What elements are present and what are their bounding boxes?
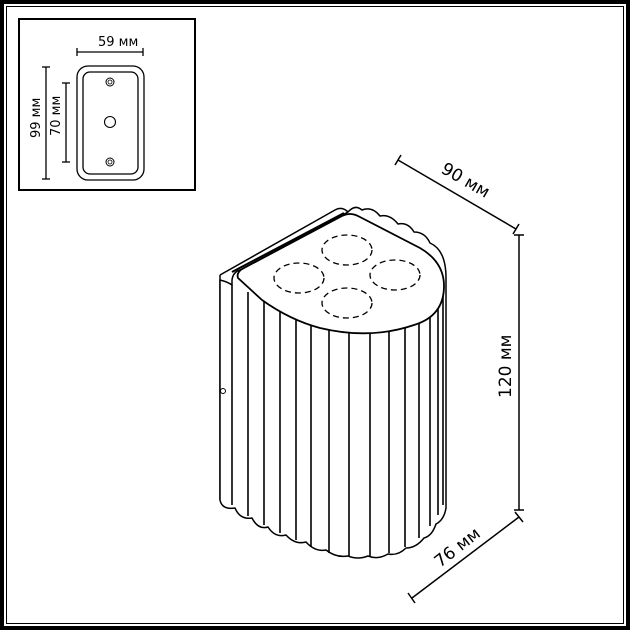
plate-height-outer-label: 99 мм (29, 98, 44, 138)
height-label: 120 мм (496, 334, 516, 398)
depth-label: 90 мм (438, 159, 494, 203)
width-label: 76 мм (431, 524, 485, 572)
height-dimension: 120 мм (496, 234, 524, 511)
flutes (231, 285, 444, 556)
cable-hole-icon (103, 115, 117, 129)
plate-width-label: 59 мм (98, 35, 138, 50)
led-icon (369, 259, 421, 291)
screw-hole-bottom-icon (105, 157, 115, 167)
inner-frame (6, 6, 624, 624)
led-icon (273, 262, 325, 294)
screw-hole-top-icon (105, 77, 115, 87)
led-lenses (273, 234, 421, 319)
led-icon (321, 234, 373, 266)
plate-height-inner-label: 70 мм (49, 96, 64, 136)
led-icon (321, 287, 373, 319)
mounting-plate-inset: 59 мм 99 мм 70 мм (18, 18, 196, 191)
top-cap (236, 213, 445, 335)
plate-inner-outline (82, 71, 139, 175)
side-screw-icon (220, 388, 226, 394)
wall-light-fixture (219, 206, 447, 559)
depth-dimension: 90 мм (394, 154, 520, 235)
